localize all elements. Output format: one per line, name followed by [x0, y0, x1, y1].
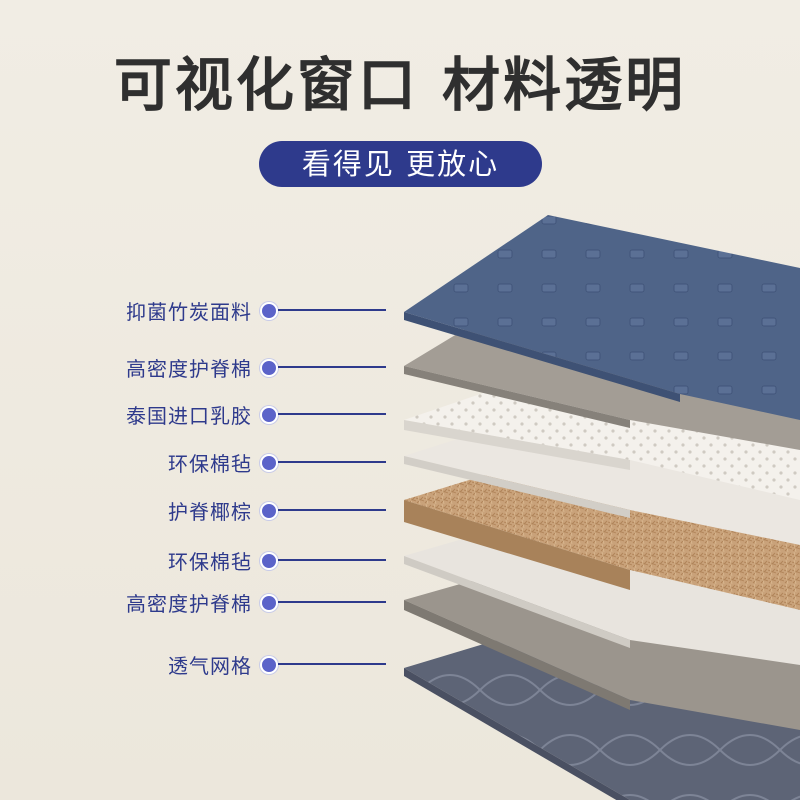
- marker-dot: [260, 656, 278, 674]
- layer-label-text: 高密度护脊棉: [126, 592, 252, 616]
- leader-line: [278, 601, 386, 603]
- layer-label-text: 透气网格: [168, 654, 252, 678]
- layer-coir: [404, 452, 800, 610]
- marker-dot: [260, 502, 278, 520]
- leader-line: [278, 663, 386, 665]
- marker-dot: [260, 302, 278, 320]
- layer-fabric: [404, 215, 800, 420]
- marker-dot: [260, 359, 278, 377]
- layer-label-text: 泰国进口乳胶: [126, 404, 252, 428]
- leader-line: [278, 366, 386, 368]
- leader-line: [278, 559, 386, 561]
- marker-dot: [260, 454, 278, 472]
- layer-label-text: 环保棉毡: [168, 550, 252, 574]
- marker-dot: [260, 406, 278, 424]
- leader-line: [278, 413, 386, 415]
- subtitle-badge: 看得见 更放心: [259, 141, 542, 187]
- layer-label-text: 环保棉毡: [168, 452, 252, 476]
- leader-line: [278, 461, 386, 463]
- layer-label-text: 高密度护脊棉: [126, 357, 252, 381]
- layer-label-text: 抑菌竹炭面料: [126, 300, 252, 324]
- leader-line: [278, 509, 386, 511]
- marker-dot: [260, 552, 278, 570]
- leader-line: [278, 309, 386, 311]
- layer-label-text: 护脊椰棕: [168, 500, 252, 524]
- page-title: 可视化窗口 材料透明: [113, 51, 687, 119]
- marker-dot: [260, 594, 278, 612]
